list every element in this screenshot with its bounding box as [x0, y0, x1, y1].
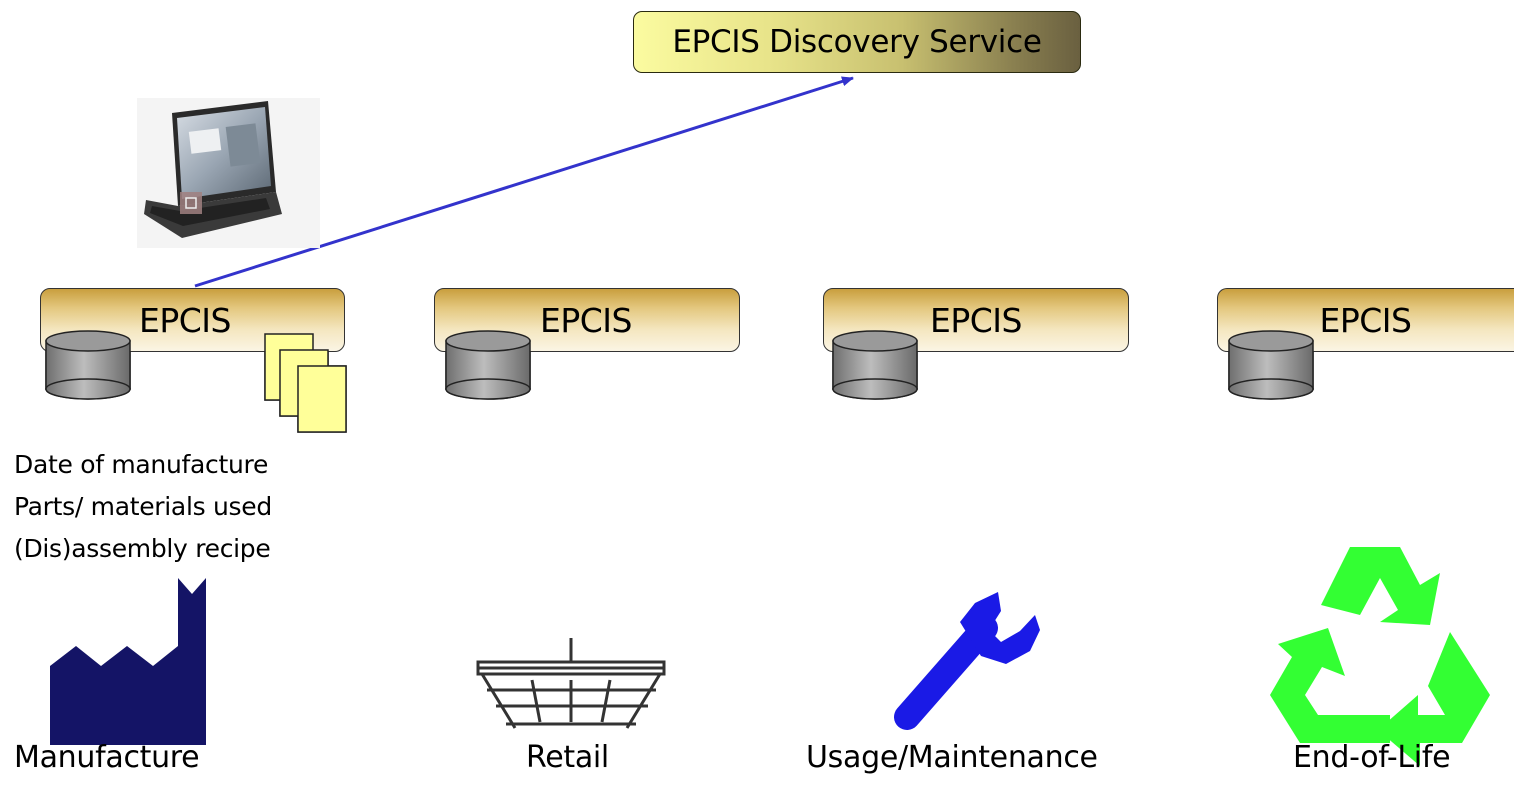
stage-label-manufacture: Manufacture [14, 740, 200, 775]
epcis-label: EPCIS [139, 300, 231, 340]
note-date-of-manufacture: Date of manufacture [14, 450, 269, 479]
factory-icon [50, 578, 206, 745]
stage-label-end-of-life: End-of-Life [1293, 740, 1451, 775]
epcis-label: EPCIS [540, 300, 632, 340]
recycle-icon [1270, 547, 1490, 766]
documents-icon [264, 333, 347, 433]
basket-icon [476, 638, 666, 729]
database-icon [1228, 330, 1314, 400]
note-assembly-recipe: (Dis)assembly recipe [14, 534, 271, 563]
laptop-icon [137, 98, 320, 248]
database-icon [832, 330, 918, 400]
query-arrow [194, 76, 854, 288]
epcis-label: EPCIS [1319, 300, 1412, 340]
epcis-label: EPCIS [930, 300, 1022, 340]
note-parts-materials: Parts/ materials used [14, 492, 272, 521]
database-icon [445, 330, 531, 400]
discovery-service-label: EPCIS Discovery Service [672, 24, 1042, 60]
database-icon [45, 330, 131, 400]
wrench-icon [894, 592, 1040, 730]
discovery-service-box: EPCIS Discovery Service [633, 11, 1081, 73]
stage-label-retail: Retail [526, 740, 609, 775]
stage-label-usage: Usage/Maintenance [806, 740, 1098, 775]
